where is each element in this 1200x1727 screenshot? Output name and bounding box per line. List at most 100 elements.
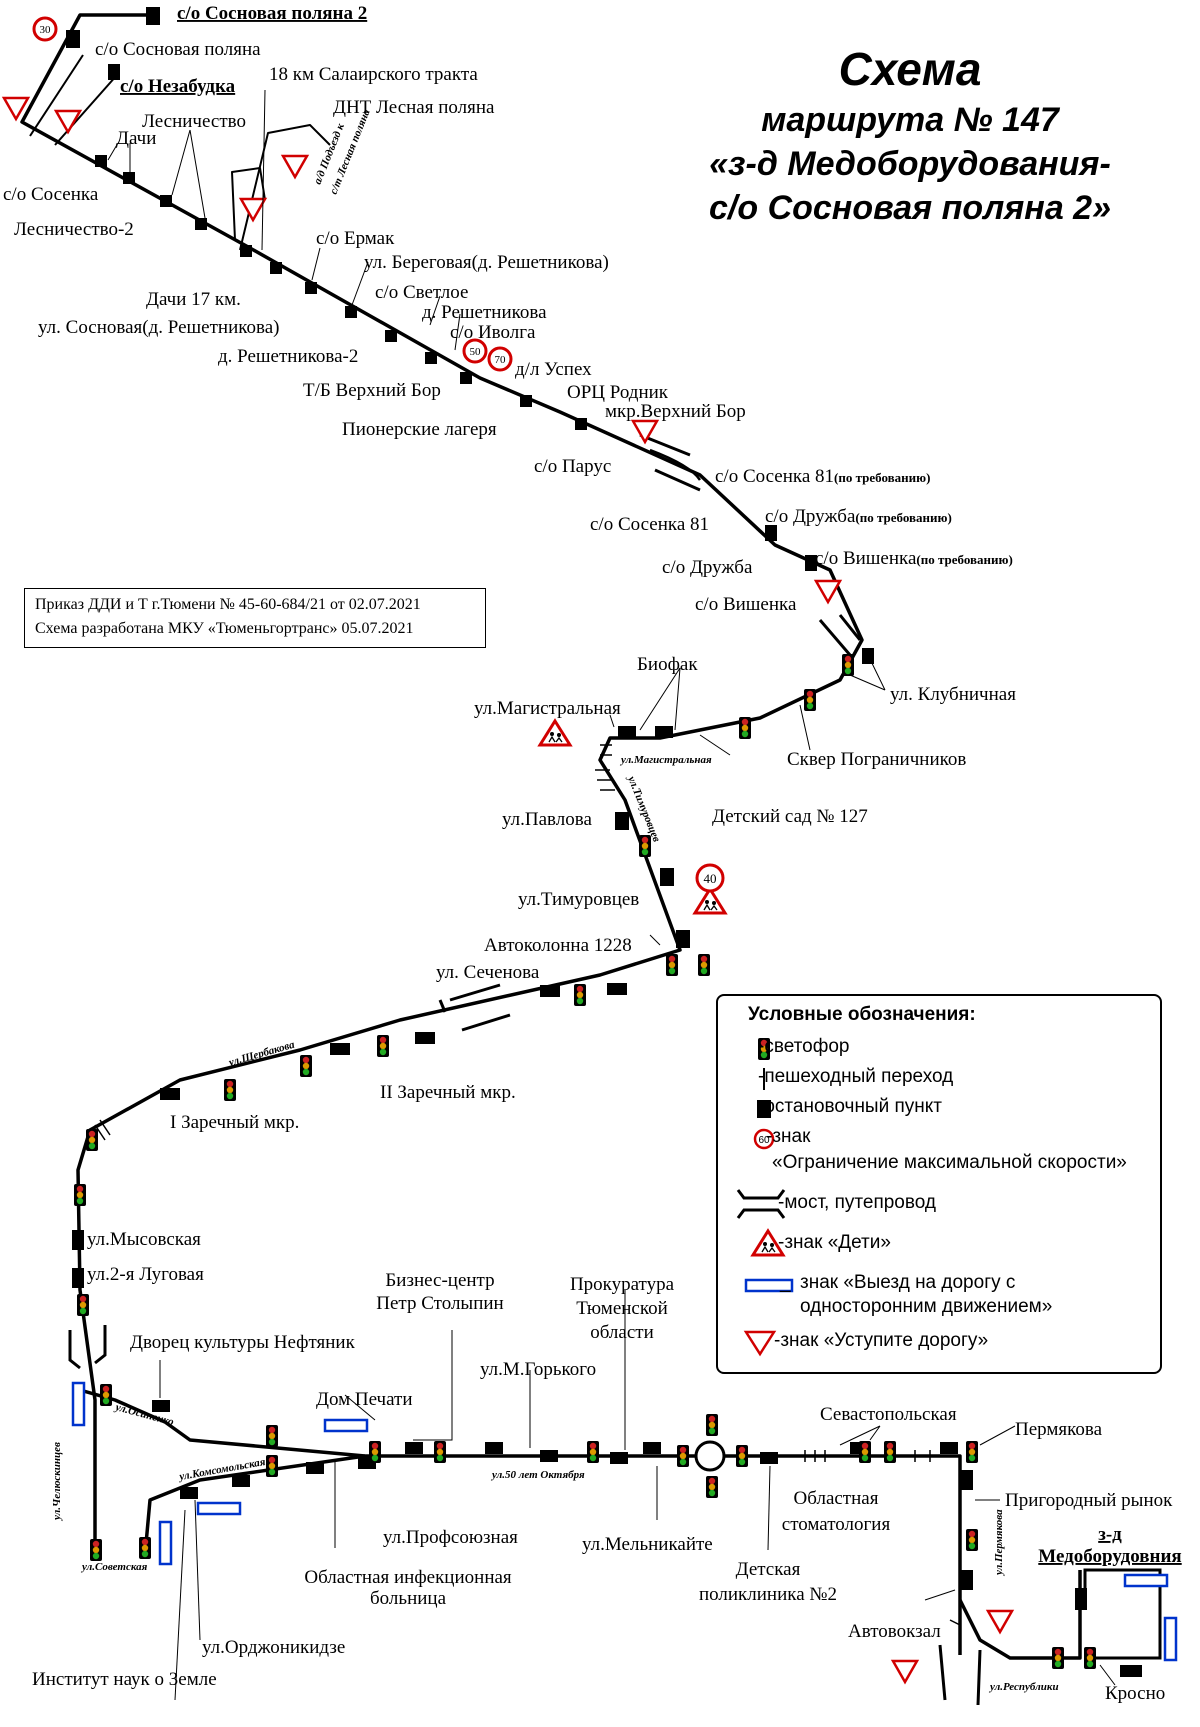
stop-label: больница [370,1588,447,1609]
callout-lines [107,89,1116,1701]
stop-marker [95,155,107,167]
stop-marker [405,1442,423,1454]
stop-label: ул. Береговая(д. Решетникова) [364,252,609,273]
crosswalk-icon [763,1068,765,1090]
stop-label: Прокуратура [570,1274,675,1295]
stop-marker [760,1452,778,1464]
stop-label: Т/Б Верхний Бор [303,380,441,401]
stop-label: ДНТ Лесная поляна [333,97,495,118]
stop-label: д/л Успех [515,359,592,380]
title-line: «з-д Медоборудования- [709,145,1111,183]
speed-sign: 50 [462,338,488,364]
stop-label: стоматология [782,1514,891,1535]
svg-text:50: 50 [470,346,482,358]
stop-label: ул. Сосновая(д. Решетникова) [38,317,279,338]
stop-marker [676,930,690,948]
crosswalks [94,744,961,1626]
traffic-light-icon [758,1038,770,1060]
street-label: ул.Магистральная [619,754,712,766]
stop-label: с/о Сосенка 81(по требованию) [715,466,930,487]
bridges [68,433,982,1706]
stop-marker [415,1032,435,1044]
stop-label: с/о Незабудка [120,76,236,97]
stop-label: ул.М.Горького [480,1359,596,1380]
stop-marker [330,1043,350,1055]
stop-label: ул.Павлова [502,809,592,830]
stop-label: 18 км Салаирского тракта [269,64,478,85]
stop-label: с/о Парус [534,456,611,477]
stop-marker [1075,1588,1087,1610]
speed-sign: 40 [695,863,725,893]
stop-marker [607,983,627,995]
stop-label: Сквер Пограничников [787,749,966,770]
stop-label: Институт наук о Земле [32,1669,217,1690]
stop-marker [520,395,532,407]
stop-label: с/о Сосенка [3,184,99,205]
stop-icon [757,1100,771,1118]
stop-label: Медоборудовния [1038,1546,1181,1567]
stop-label: д. Решетникова-2 [218,346,358,367]
stop-label: с/о Иволга [450,322,536,343]
stop-marker [655,726,673,738]
stop-label: Автоколонна 1228 [484,935,632,956]
stop-label: ул.Мельникайте [582,1534,713,1555]
street-label: ул.50 лет Октября [490,1469,585,1481]
stop-label: Дачи 17 км. [146,289,241,310]
stop-label: д. Решетникова [422,302,547,323]
stop-label: Петр Столыпин [376,1293,503,1314]
stop-label: с/о Сосновая поляна [95,39,261,60]
stop-label: Пермякова [1015,1419,1103,1440]
children-sign-icon [750,1228,786,1257]
stop-label: II Заречный мкр. [380,1082,516,1103]
speed-signs: 30 50 70 40 [32,16,725,893]
stop-marker [961,1570,973,1590]
stop-labels: с/о Сосновая поляна 2 с/о Сосновая полян… [3,3,1182,1704]
legend-heading: Условные обозначения: [748,1004,976,1025]
stop-label: Бизнес-центр [385,1270,494,1291]
stop-label: с/о Сосновая поляна 2 [177,3,367,24]
stop-label: Дом Печати [316,1389,413,1410]
stop-marker [195,218,207,230]
title-line: с/о Сосновая поляна 2» [709,189,1111,227]
stop-label: с/о Дружба [662,557,753,578]
stop-marker [540,1450,558,1462]
stop-label: с/о Вишенка [695,594,797,615]
svg-text:70: 70 [495,354,507,366]
stop-label: ул.Профсоюзная [383,1527,518,1548]
title-line: Схема [838,43,982,95]
stop-marker [66,30,80,48]
stop-label: с/о Светлое [375,282,468,303]
stop-marker [72,1268,84,1288]
stop-marker [305,282,317,294]
stops [66,7,1142,1677]
stop-label: I Заречный мкр. [170,1112,299,1133]
stop-label: з-д [1098,1524,1122,1545]
stop-marker [485,1442,503,1454]
stop-label: Лесничество-2 [14,219,134,240]
stop-marker [805,555,817,571]
stop-marker [940,1442,958,1454]
stop-label: ул. Клубничная [890,684,1016,705]
stop-label: Детская [736,1559,801,1580]
street-label: ул.Челюскинцев [51,1442,63,1522]
stop-label: Биофак [637,654,698,675]
stop-label: Дворец культуры Нефтяник [130,1332,356,1353]
stop-marker [460,372,472,384]
street-label: ул.Республики [988,1681,1059,1693]
stop-label: Детский сад № 127 [712,806,868,827]
stop-label: с/о Дружба(по требованию) [765,506,952,527]
street-label: ул.Пермякова [993,1509,1005,1577]
stop-label: Тюменской [576,1298,668,1319]
stop-label: ул. Сеченова [436,962,540,983]
stop-marker [160,195,172,207]
svg-text:30: 30 [40,24,52,36]
stop-label: Пригородный рынок [1005,1490,1173,1511]
speed-sign: 70 [487,346,513,372]
stop-label: Лесничество [142,111,246,132]
stop-label: с/о Сосенка 81 [590,514,709,535]
stop-marker [72,1230,84,1250]
speed-sign: 30 [32,16,58,42]
stop-marker [240,245,252,257]
stop-label: области [590,1322,654,1343]
